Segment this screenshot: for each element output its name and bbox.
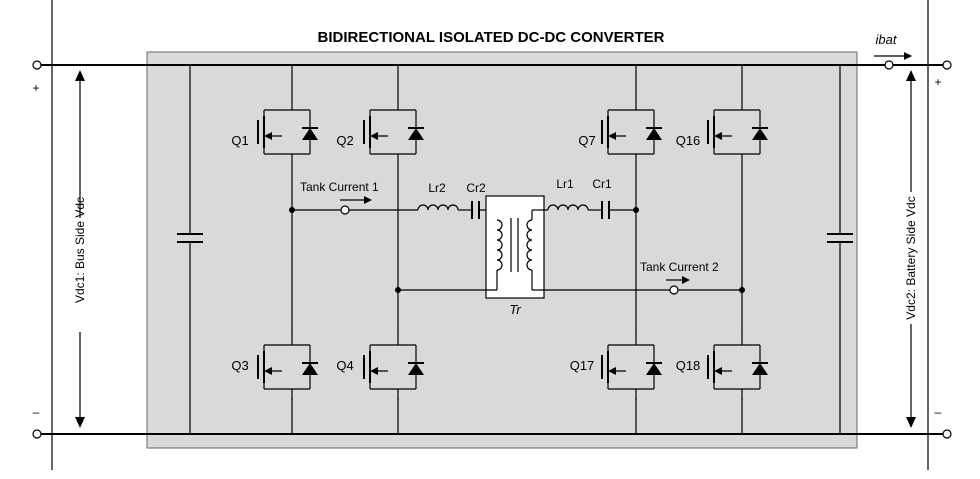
- tank1-label: Tank Current 1: [300, 180, 379, 194]
- vdc2-label: Vdc2: Battery Side Vdc: [904, 196, 918, 319]
- vdc1-arrowhead-up: [75, 70, 85, 81]
- vdc1-arrowhead-down: [75, 417, 85, 428]
- ibat-arrowhead: [904, 52, 912, 60]
- ibat-sensor: [884, 60, 894, 70]
- label-q2: Q2: [336, 133, 353, 148]
- tank1-sensor: [340, 205, 350, 215]
- switch-q18: [707, 335, 768, 400]
- right-minus-terminal: [942, 429, 952, 439]
- label-q4: Q4: [336, 358, 353, 373]
- transformer-tr: [485, 195, 545, 299]
- left-plus-sign: +: [32, 81, 39, 95]
- right-minus-sign: –: [935, 405, 942, 419]
- junction-leg2: [395, 287, 401, 293]
- label-q16: Q16: [676, 133, 701, 148]
- tank2-arrowhead: [682, 276, 690, 284]
- vdc2-arrowhead-down: [906, 417, 916, 428]
- right-plus-terminal: [942, 60, 952, 70]
- lr2-label: Lr2: [428, 181, 446, 195]
- diagram-title: BIDIRECTIONAL ISOLATED DC-DC CONVERTER: [318, 29, 665, 46]
- left-plus-terminal: [32, 60, 42, 70]
- right-plus-sign: +: [934, 75, 941, 89]
- switch-q1: [257, 100, 318, 165]
- inductor-lr2: [417, 204, 459, 211]
- left-minus-sign: –: [33, 405, 40, 419]
- junction-leg1: [289, 207, 295, 213]
- label-q1: Q1: [231, 133, 248, 148]
- switch-q2: [363, 100, 424, 165]
- cr2-label: Cr2: [466, 181, 486, 195]
- left-dc-capacitor: [177, 65, 203, 434]
- right-dc-capacitor: [827, 65, 853, 434]
- switch-q3: [257, 335, 318, 400]
- ibat-label: ibat: [876, 32, 898, 47]
- lr1-label: Lr1: [556, 177, 574, 191]
- switch-q7: [601, 100, 662, 165]
- label-q18: Q18: [676, 358, 701, 373]
- vdc1-label: Vdc1: Bus Side Vdc: [73, 197, 87, 303]
- inductor-lr1: [547, 204, 589, 211]
- label-q3: Q3: [231, 358, 248, 373]
- tr-secondary-coil: [526, 219, 533, 271]
- label-q7: Q7: [578, 133, 595, 148]
- tank1-arrowhead: [364, 196, 372, 204]
- switch-q4: [363, 335, 424, 400]
- switch-q17: [601, 335, 662, 400]
- tr-primary-coil: [496, 219, 503, 271]
- junction-leg3: [633, 207, 639, 213]
- vdc2-arrowhead-up: [906, 70, 916, 81]
- left-minus-terminal: [32, 429, 42, 439]
- cr1-label: Cr1: [592, 177, 612, 191]
- tank2-sensor: [669, 285, 679, 295]
- switch-q16: [707, 100, 768, 165]
- tank2-label: Tank Current 2: [640, 260, 719, 274]
- junction-leg4: [739, 287, 745, 293]
- label-q17: Q17: [570, 358, 595, 373]
- transformer-label: Tr: [509, 302, 521, 317]
